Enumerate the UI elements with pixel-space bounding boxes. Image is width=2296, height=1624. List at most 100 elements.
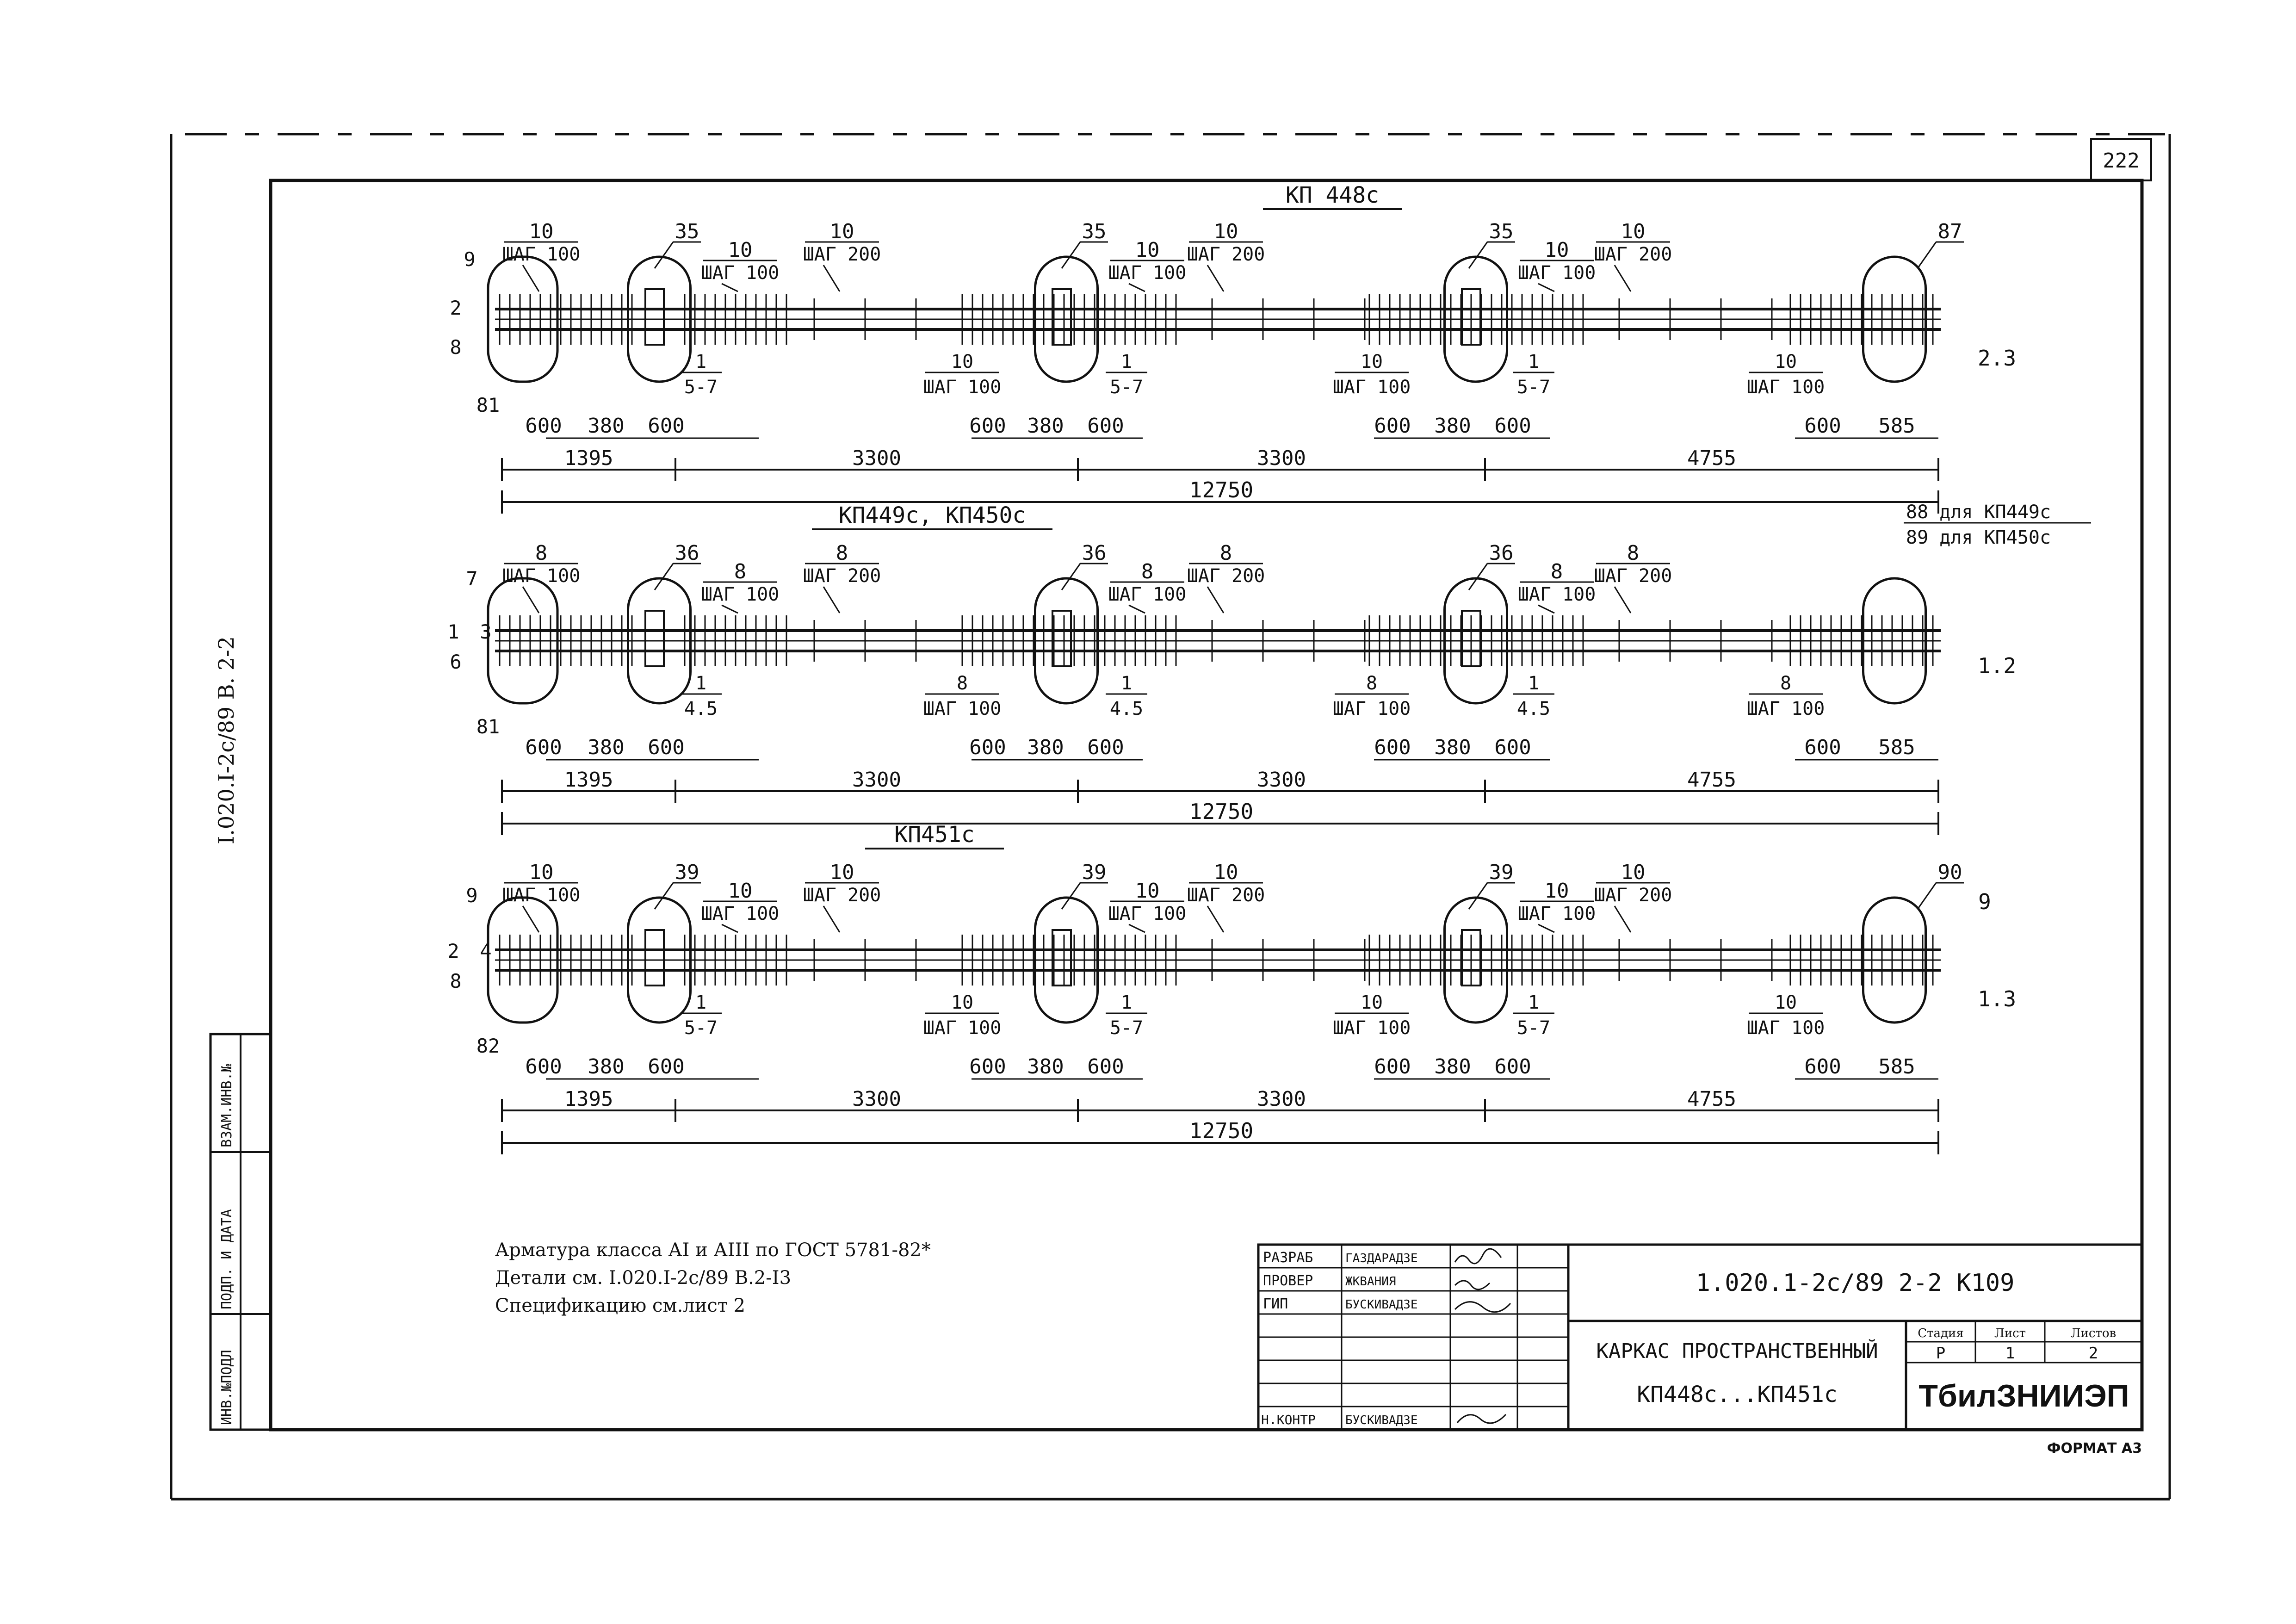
total-dimension: 12750 bbox=[1189, 477, 1253, 502]
node-insert bbox=[1052, 610, 1072, 667]
callout-step: ШАГ 100 bbox=[1518, 903, 1596, 924]
note-details: Детали см. I.020.I-2с/89 В.2-I3 bbox=[495, 1267, 791, 1289]
node-dimension: 600 bbox=[1374, 414, 1411, 438]
callout-number: 10 bbox=[1621, 861, 1646, 884]
node-dimension: 600 bbox=[1494, 736, 1531, 759]
callout-leader bbox=[522, 586, 540, 614]
note-reinforcement: Арматура класса АI и АIII по ГОСТ 5781-8… bbox=[495, 1240, 931, 1261]
node-cage bbox=[627, 896, 692, 1024]
callout-number-lower: 10 bbox=[1775, 992, 1797, 1013]
callout-number-lower: 1 bbox=[1121, 992, 1132, 1013]
node-dimension: 600 bbox=[648, 736, 684, 759]
callout-sub: 4.5 bbox=[684, 698, 718, 719]
callout-leader bbox=[823, 905, 841, 933]
callout-step-lower: ШАГ 100 bbox=[1747, 377, 1825, 398]
left-mark: 4 bbox=[480, 940, 491, 962]
node-insert bbox=[1461, 610, 1481, 667]
callout-number-lower: 8 bbox=[1366, 673, 1377, 694]
callout-step: ШАГ 100 bbox=[1108, 584, 1187, 605]
node-dimension: 600 bbox=[1804, 414, 1841, 438]
callout-step: ШАГ 100 bbox=[1108, 903, 1187, 924]
drawing-name-line2: КП448с...КП451с bbox=[1637, 1382, 1837, 1407]
left-mark: 7 bbox=[466, 567, 477, 590]
node-cage bbox=[487, 255, 559, 383]
node-dimension: 380 bbox=[588, 414, 624, 438]
callout-number: 87 bbox=[1938, 220, 1962, 243]
callout-step: ШАГ 100 bbox=[1108, 262, 1187, 284]
callout-step-lower: ШАГ 100 bbox=[1333, 698, 1411, 719]
callout-number: 10 bbox=[1545, 879, 1569, 903]
left-mark: 81 bbox=[477, 394, 500, 416]
signature-chief bbox=[1454, 1301, 1511, 1313]
callout-leader bbox=[823, 586, 841, 614]
node-dimension: 600 bbox=[1087, 414, 1124, 438]
left-mark: 2 bbox=[447, 940, 459, 962]
node-dimension: 600 bbox=[1804, 736, 1841, 759]
callout-sub: 5-7 bbox=[684, 377, 718, 398]
callout-number: 35 bbox=[1082, 220, 1107, 243]
left-mark: 8 bbox=[450, 336, 461, 359]
callout-leader bbox=[1128, 924, 1145, 933]
callout-number: 10 bbox=[1135, 879, 1160, 903]
callout-step: ШАГ 200 bbox=[803, 885, 881, 906]
span-dimension: 1395 bbox=[564, 1087, 613, 1111]
node-dimension: 585 bbox=[1878, 736, 1915, 759]
callout-number: 10 bbox=[728, 238, 753, 262]
callout-step: ШАГ 100 bbox=[701, 903, 780, 924]
callout-sub: 5-7 bbox=[684, 1017, 718, 1039]
callout-leader bbox=[1468, 882, 1488, 910]
callout-step: ШАГ 100 bbox=[502, 565, 581, 587]
node-insert bbox=[644, 610, 665, 667]
callout-number: 8 bbox=[836, 541, 848, 565]
callout-number: 8 bbox=[1220, 541, 1232, 565]
callout-number: 10 bbox=[830, 220, 854, 243]
callout-leader bbox=[1128, 604, 1145, 614]
callout-leader bbox=[1614, 586, 1632, 614]
node-cage bbox=[1862, 255, 1927, 383]
node-dimension: 585 bbox=[1878, 1055, 1915, 1079]
node-cage bbox=[1862, 577, 1927, 705]
callout-step: ШАГ 200 bbox=[1187, 885, 1265, 906]
sheet-header: Лист bbox=[1994, 1326, 2026, 1340]
right-mark: 1.2 bbox=[1978, 653, 2016, 678]
span-dimension: 3300 bbox=[1257, 1087, 1306, 1111]
span-dimension: 1395 bbox=[564, 446, 613, 470]
title-block bbox=[1257, 1243, 2143, 1431]
side-cell-inv: ИНВ.№ПОДЛ bbox=[219, 1350, 235, 1425]
role-norm-control: Н.КОНТР bbox=[1261, 1412, 1316, 1427]
note-specification: Спецификацию см.лист 2 bbox=[495, 1295, 745, 1316]
callout-number: 10 bbox=[529, 861, 554, 884]
span-dimension: 1395 bbox=[564, 768, 613, 792]
callout-step: ШАГ 200 bbox=[1187, 244, 1265, 265]
callout-step: ШАГ 100 bbox=[701, 584, 780, 605]
node-dimension: 380 bbox=[1027, 1055, 1064, 1079]
node-dimension: 600 bbox=[969, 1055, 1006, 1079]
signature-checker bbox=[1454, 1280, 1491, 1290]
callout-number: 36 bbox=[1489, 541, 1514, 565]
callout-number: 10 bbox=[1545, 238, 1569, 262]
callout-leader bbox=[654, 242, 674, 269]
node-cage bbox=[487, 896, 559, 1024]
node-cage bbox=[487, 577, 559, 705]
callout-step-lower: ШАГ 100 bbox=[923, 698, 1002, 719]
left-mark: 81 bbox=[477, 715, 500, 738]
node-dimension: 600 bbox=[525, 414, 562, 438]
callout-number-lower: 1 bbox=[1528, 992, 1539, 1013]
format-label: ФОРМАТ А3 bbox=[2047, 1440, 2142, 1457]
node-cage bbox=[1862, 896, 1927, 1024]
role-chief-engineer: ГИП bbox=[1263, 1296, 1288, 1312]
title-block-text: РАЗРАБ ГАЗДАРАДЗЕ ПРОВЕР ЖКВАНИЯ ГИП БУС… bbox=[1261, 1250, 2129, 1427]
node-dimension: 600 bbox=[1087, 1055, 1124, 1079]
callout-step: ШАГ 200 bbox=[1187, 565, 1265, 587]
span-dimension: 3300 bbox=[852, 1087, 901, 1111]
left-mark: 82 bbox=[477, 1035, 500, 1057]
node-cage bbox=[1034, 255, 1099, 383]
node-dimension: 380 bbox=[1434, 1055, 1471, 1079]
left-mark: 3 bbox=[480, 620, 491, 643]
node-dimension: 600 bbox=[648, 414, 684, 438]
span-dimension: 3300 bbox=[852, 446, 901, 470]
callout-step-lower: ШАГ 100 bbox=[1333, 377, 1411, 398]
